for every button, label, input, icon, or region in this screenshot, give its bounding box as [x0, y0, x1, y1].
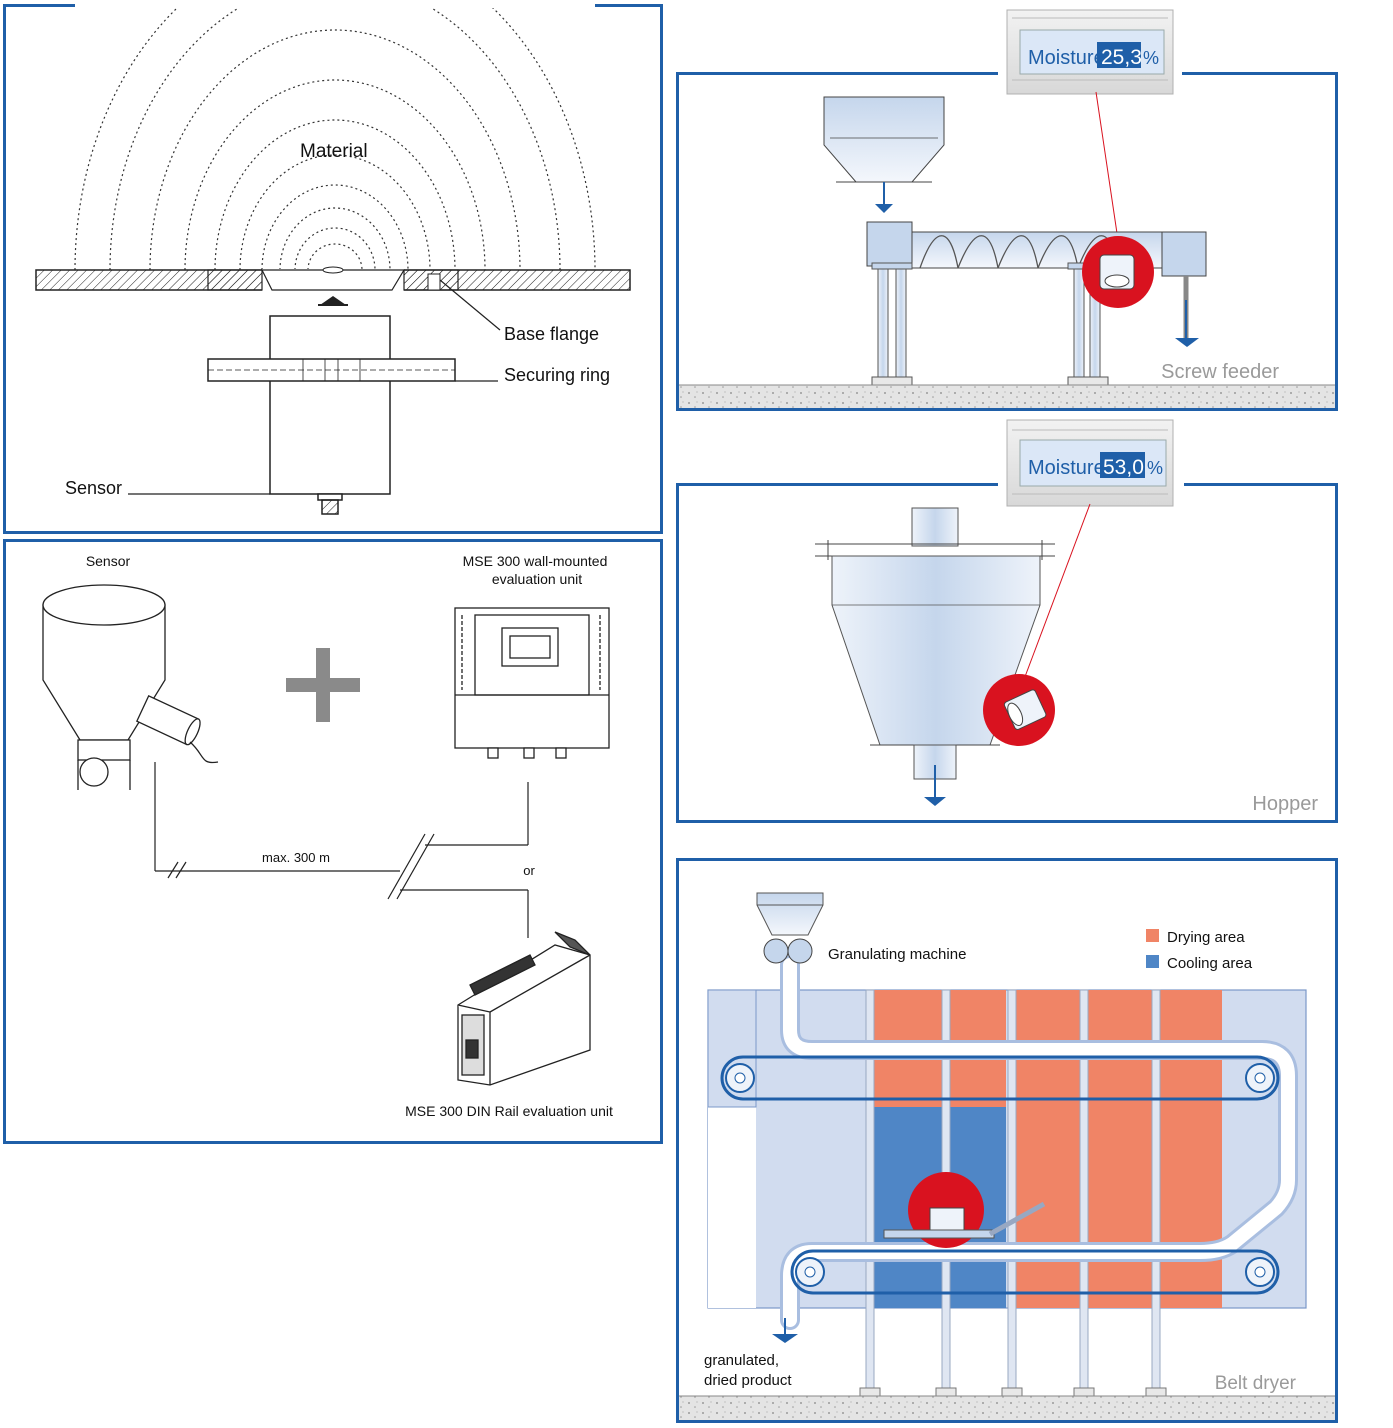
field-lines [74, 0, 596, 271]
output-arrow [772, 1334, 798, 1343]
moisture-unit: % [1147, 458, 1163, 478]
legend: Drying area Cooling area [1146, 929, 1253, 972]
hopper-caption: Hopper [1252, 793, 1318, 815]
distance-label: max. 300 m [262, 850, 330, 865]
material-label: Material [300, 141, 368, 162]
hopper-sensor [983, 674, 1055, 746]
belt-dryer-caption: Belt dryer [1215, 1373, 1297, 1394]
cable-lines [154, 762, 529, 938]
screw-feeder-sensor [1082, 236, 1154, 308]
granulating-machine-label: Granulating machine [828, 946, 966, 963]
plus-icon [286, 648, 360, 722]
output-label-line2: dried product [704, 1372, 792, 1389]
base-flange-label: Base flange [504, 324, 599, 344]
screw-feeder-caption: Screw feeder [1161, 361, 1279, 383]
conveyor-belt-lower [790, 1249, 1280, 1295]
sensor-body [207, 315, 456, 515]
legend-swatch-drying [1146, 929, 1159, 942]
wall-unit-label-line2: evaluation unit [492, 571, 582, 587]
legend-drying-label: Drying area [1167, 929, 1245, 946]
conveyor-belt-upper [720, 1055, 1280, 1101]
moisture-value: 25,3 [1101, 46, 1142, 69]
hopper-display: Moisture 53,0 % [998, 419, 1184, 507]
wall-unit-label-line1: MSE 300 wall-mounted [463, 553, 608, 569]
floor [679, 1396, 1335, 1420]
output-label-line1: granulated, [704, 1352, 779, 1369]
or-label: or [523, 863, 535, 878]
granulating-machine [756, 892, 824, 964]
screw-feeder-display: Moisture 25,3 % [998, 9, 1182, 95]
moisture-label: Moisture [1028, 457, 1105, 479]
components-sensor-label: Sensor [86, 553, 131, 569]
sensor-hopper-illustration [42, 584, 219, 790]
wall-mounted-unit-illustration [454, 607, 610, 759]
base-flange [35, 266, 631, 291]
screw-feeder-illustration [823, 96, 1207, 386]
sensor-label: Sensor [65, 478, 122, 498]
direction-arrow [320, 296, 346, 305]
securing-ring-label: Securing ring [504, 365, 610, 385]
moisture-unit: % [1143, 48, 1159, 68]
hopper-illustration [815, 507, 1055, 806]
legend-cooling-label: Cooling area [1167, 955, 1253, 972]
moisture-label: Moisture [1028, 47, 1105, 69]
moisture-value: 53,0 [1103, 456, 1144, 479]
floor [679, 385, 1335, 408]
legend-swatch-cooling [1146, 955, 1159, 968]
belt-dryer-sensor [883, 1172, 1046, 1248]
din-rail-unit-illustration [457, 931, 591, 1086]
din-unit-label: MSE 300 DIN Rail evaluation unit [405, 1103, 613, 1119]
